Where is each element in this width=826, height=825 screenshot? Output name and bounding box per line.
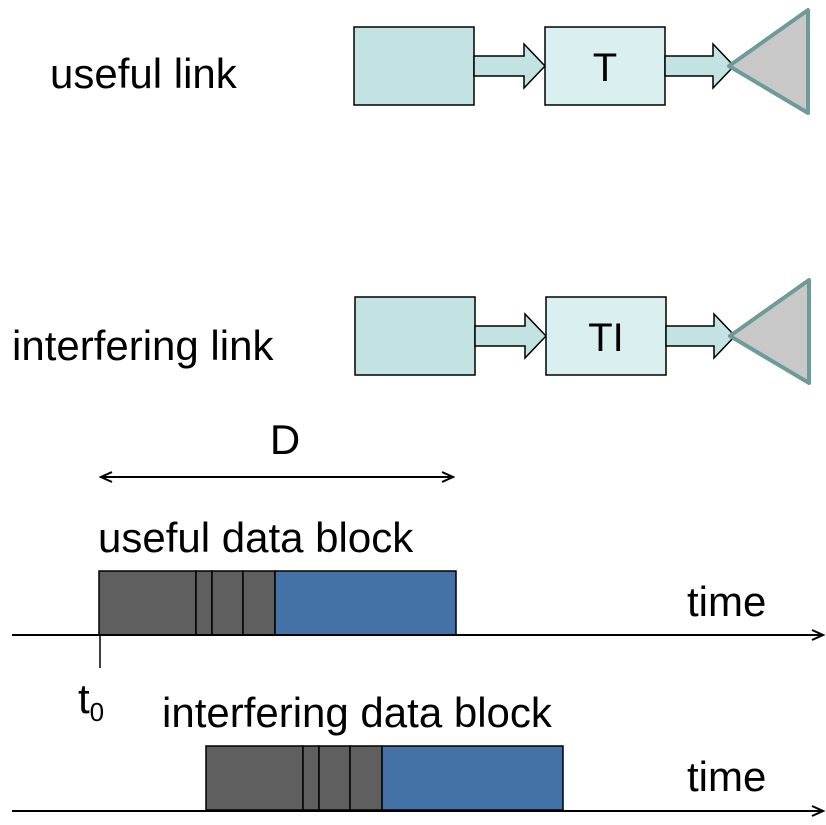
- useful-data-block-timeline: useful data block time t0: [12, 514, 823, 727]
- interfering-transmitter-box: [545, 296, 667, 376]
- interfering-header-segment: [318, 745, 351, 811]
- useful-block-label: useful data block: [98, 514, 414, 561]
- useful-transmitter-label: T: [593, 46, 617, 90]
- useful-header-segment: [242, 570, 276, 636]
- interfering-source-box: [354, 296, 476, 376]
- useful-source-box: [353, 26, 475, 106]
- useful-time-label: time: [687, 578, 766, 625]
- interfering-header-segment: [349, 745, 383, 811]
- duration-indicator: D: [101, 416, 453, 477]
- interfering-header-segment: [302, 745, 320, 811]
- interfering-payload-segment: [381, 745, 564, 811]
- useful-header-segment: [211, 570, 244, 636]
- useful-source-arrow: [473, 42, 547, 90]
- t0-label: t0: [78, 675, 104, 727]
- useful-header-segment: [195, 570, 213, 636]
- useful-antenna-icon: [727, 8, 810, 115]
- interfering-data-block-timeline: interfering data block time: [12, 689, 823, 811]
- useful-link-chain: useful link T: [50, 8, 810, 115]
- interfering-source-arrow: [474, 312, 548, 360]
- interfering-time-label: time: [687, 753, 766, 800]
- useful-payload-segment: [274, 570, 457, 636]
- useful-link-label: useful link: [50, 50, 238, 97]
- interfering-block-label: interfering data block: [162, 689, 553, 736]
- duration-label: D: [270, 416, 300, 463]
- interfering-transmitter-label: TI: [588, 316, 624, 360]
- interfering-antenna-icon: [728, 278, 811, 385]
- interfering-link-label: interfering link: [12, 322, 274, 369]
- interfering-header-segment: [205, 745, 304, 811]
- interfering-link-chain: interfering link TI: [12, 278, 811, 385]
- interfering-transmitter-arrow: [665, 312, 737, 360]
- useful-header-segment: [98, 570, 197, 636]
- useful-transmitter-box: [544, 26, 666, 106]
- useful-transmitter-arrow: [664, 42, 736, 90]
